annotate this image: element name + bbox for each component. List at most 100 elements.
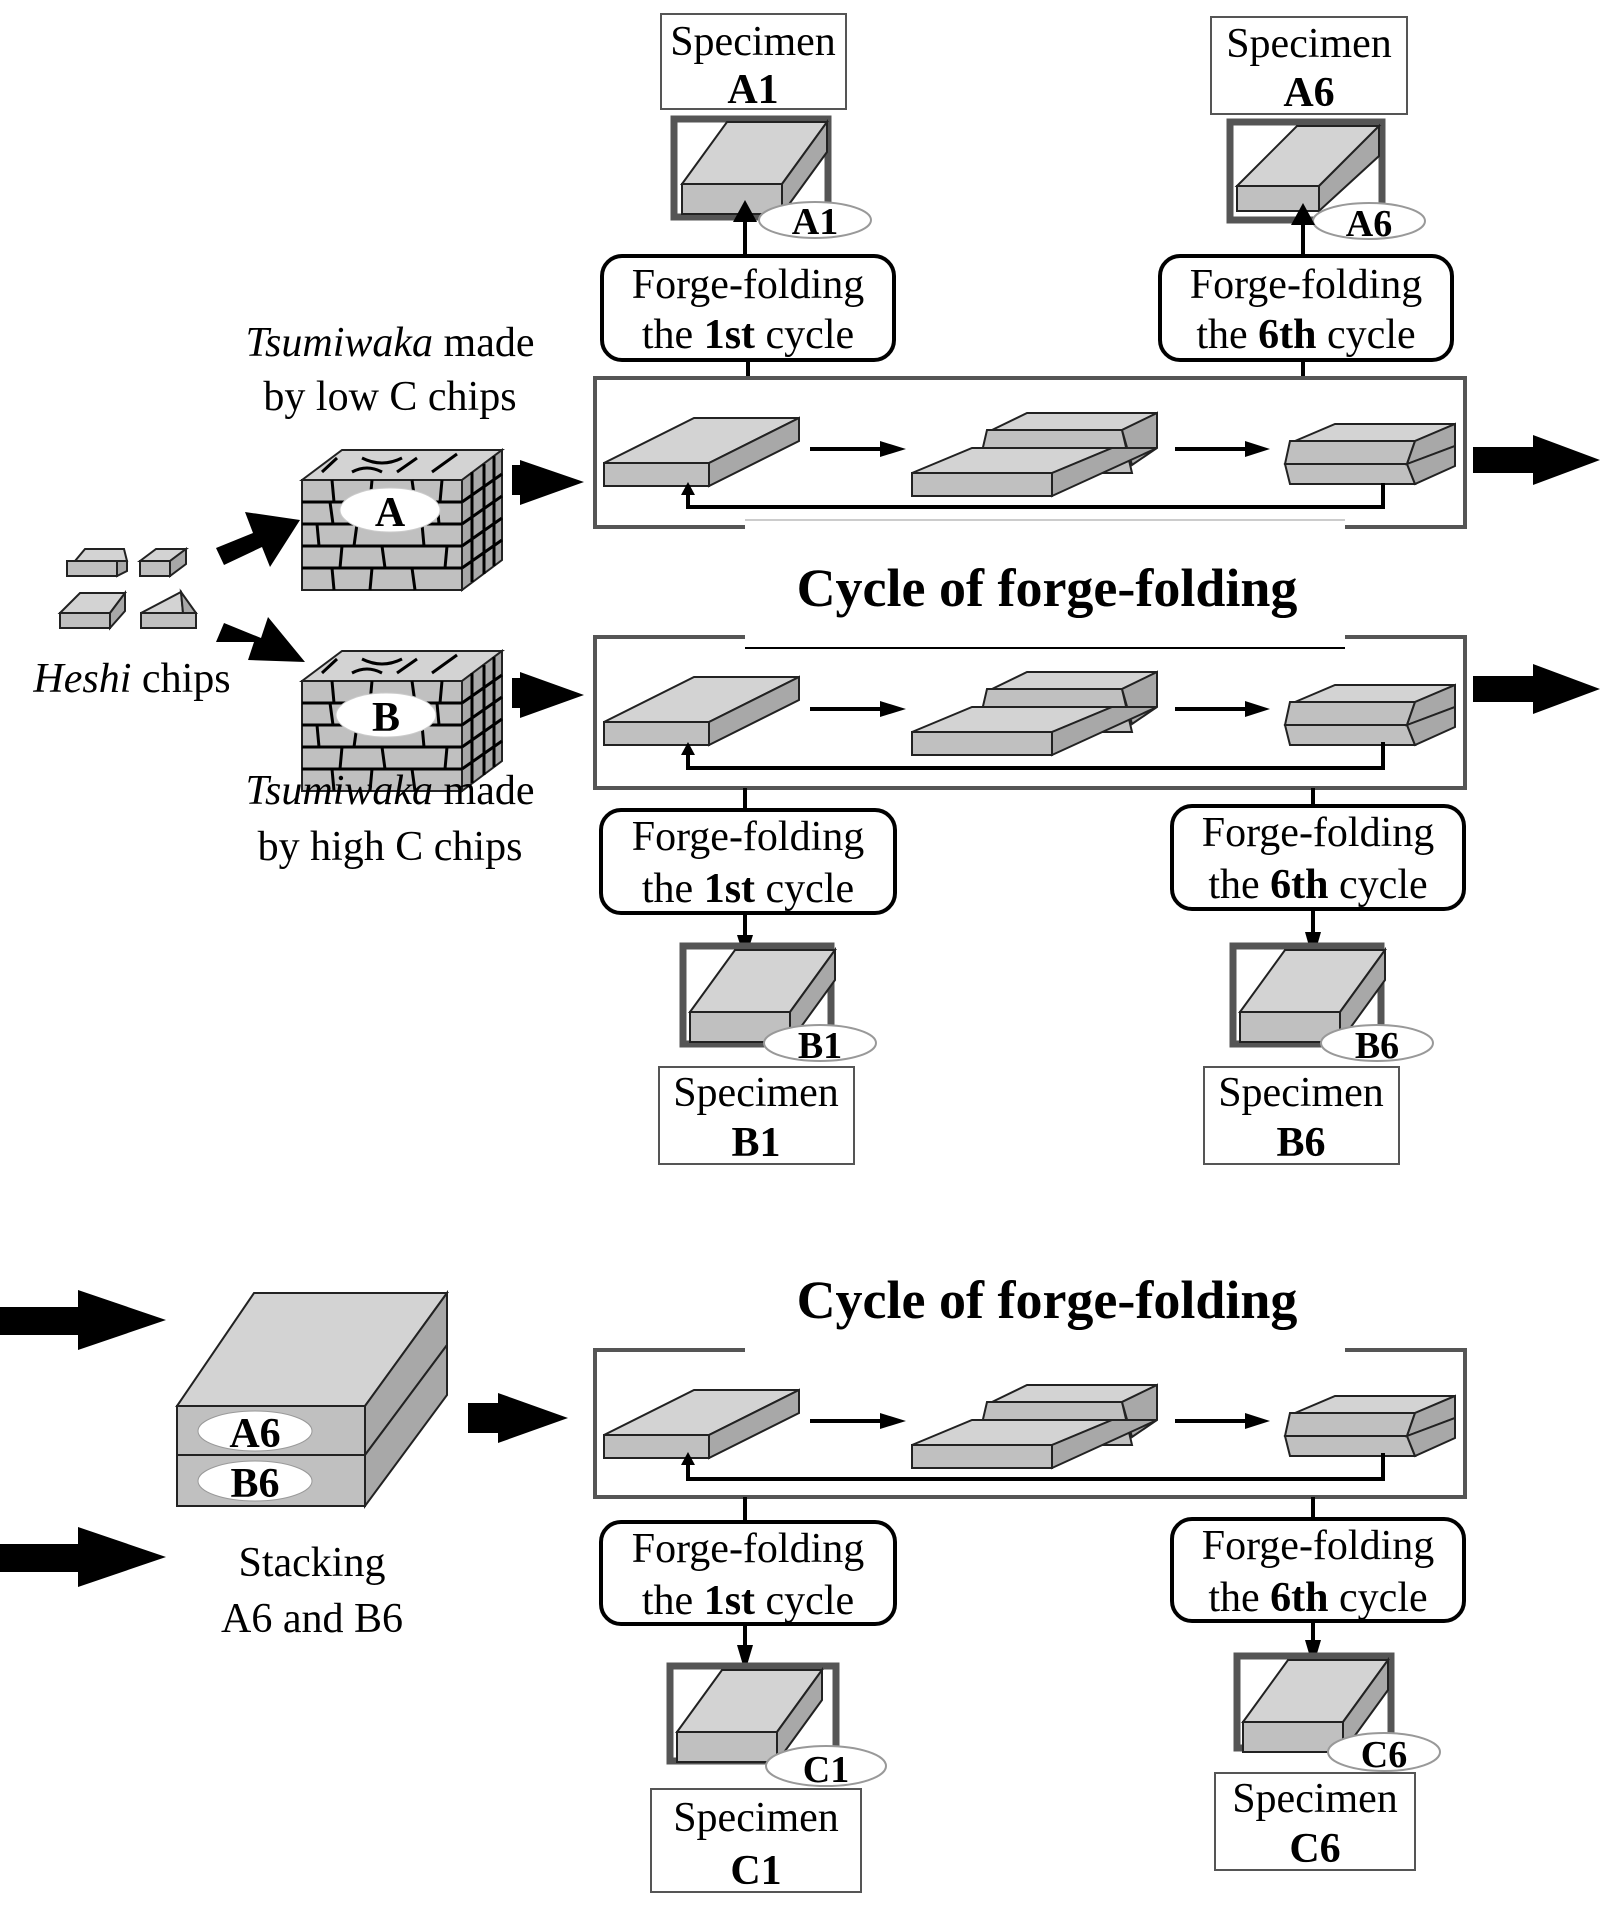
specimen-a1-oval [758,201,872,239]
svg-text:Specimen: Specimen [1218,1070,1384,1116]
cycle-a-step2-folded-icon [911,412,1158,497]
forge-6th-a-frame [1158,254,1454,362]
arrow-up-icon [733,200,757,222]
specimen-c6-oval-label: C6 [1361,1734,1407,1776]
svg-text:Forge-folding: Forge-folding [1202,810,1435,856]
forge-6th-c-frame [1170,1517,1466,1623]
forge-6th-a-box: Forge-folding the 6th cycle [1158,254,1454,378]
specimen-a6-word: Specimen [1226,21,1392,67]
big-arrow-right-icon [78,1527,166,1587]
cycle-frame-c [593,1348,1467,1499]
specimen-b6-oval-label: B6 [1355,1025,1399,1067]
cycle-frame-a [593,376,1467,529]
svg-text:Heshi chips: Heshi chips [32,656,230,702]
specimen-b6-group: B6 Specimen B6 [1203,942,1434,1166]
specimen-a6-group: Specimen A6 A6 [1210,16,1426,255]
svg-text:Specimen: Specimen [673,1795,839,1841]
specimen-b1-group: B1 Specimen B1 [658,942,877,1166]
arrow-right-icon [1245,441,1270,457]
stack-top-label: A6 [229,1411,280,1457]
arrow-right-icon [498,1393,568,1443]
svg-text:Forge-folding: Forge-folding [632,1526,865,1572]
specimen-a1-label-box [660,13,847,110]
big-arrow-right-icon [1533,664,1600,714]
stacking-label-line2: A6 and B6 [221,1596,403,1642]
specimen-c1-label-box [650,1788,862,1893]
chip-icon [140,588,198,629]
svg-text:by high C chips: by high C chips [258,824,523,870]
forge-1st-a-line1: Forge-folding [632,262,865,308]
forge-6th-c-box: Forge-folding the 6th cycle [1170,1497,1466,1667]
forge-1st-c-frame [599,1520,897,1626]
big-arrow-right-icon [1533,435,1600,485]
svg-text:the 6th cycle: the 6th cycle [1208,1575,1427,1621]
stacking-label-line1: Stacking [239,1540,386,1586]
tsumiwaka-a-label: Tsumiwaka made by low C chips [246,320,535,420]
forge-1st-a-box: Forge-folding the 1st cycle [600,254,896,378]
forge-1st-b-box: Forge-folding the 1st cycle [599,788,897,960]
forge-6th-b-frame [1170,804,1466,911]
svg-text:the 1st cycle: the 1st cycle [642,866,854,912]
specimen-b1-oval-label: B1 [798,1025,842,1067]
arrow-right-icon [1245,701,1270,717]
cycle-c-step2-folded-icon [911,1384,1158,1469]
arrow-up-icon [1291,203,1315,225]
specimen-c6-label-box [1214,1772,1416,1871]
arrow-stack-into-cycle [468,1393,568,1443]
cycle-b-step1-slab-icon [603,676,800,746]
cycle-c-step1-slab-icon [603,1389,800,1459]
specimen-b1-label-box [658,1066,855,1165]
svg-text:Tsumiwaka made: Tsumiwaka made [246,320,535,366]
arrow-b6-to-stack [0,1527,166,1587]
arrow-b-into-cycle [512,672,584,718]
arrow-b-out [1473,664,1600,714]
arrow-up-icon [681,1452,695,1465]
svg-text:C1: C1 [730,1848,781,1894]
stacked-a6-b6-block: A6 B6 [175,1289,449,1510]
arrow-up-icon [681,742,695,755]
cycle-frame-b [593,635,1467,790]
tsumiwaka-b-label: Tsumiwaka made by high C chips [246,768,535,870]
cycle-c-return-arrow [686,1453,1385,1481]
specimen-a6-oval [1312,202,1426,240]
svg-text:B1: B1 [731,1120,780,1166]
svg-text:Tsumiwaka made: Tsumiwaka made [246,768,535,814]
heshi-chips-group: Heshi chips [32,547,231,702]
specimen-a1-group: Specimen A1 A1 [660,13,872,255]
arrow-right-icon [520,672,584,718]
forge-6th-a-line1: Forge-folding [1190,262,1423,308]
cycle-c-step3-stacked-icon [1284,1395,1456,1457]
arrow-a6-to-stack [0,1290,166,1350]
forge-1st-a-line2: the 1st cycle [642,312,854,358]
arrow-chips-to-a-icon [216,512,300,567]
tsumiwaka-b-block-label: B [372,695,400,741]
forge-1st-c-box: Forge-folding the 1st cycle [599,1497,897,1672]
arrow-right-icon [520,460,584,505]
svg-text:B6: B6 [1276,1120,1325,1166]
cycle-b-step3-stacked-icon [1284,684,1456,746]
specimen-a6-id: A6 [1283,70,1334,116]
specimen-a6-oval-label: A6 [1346,203,1392,245]
chip-icon [66,548,129,578]
tsumiwaka-a-block: A [300,448,504,592]
tsumiwaka-a-block-label: A [375,490,406,536]
specimen-a1-id: A1 [727,67,778,113]
arrow-a-out [1473,435,1600,485]
specimen-a6-label-box [1210,16,1408,115]
specimen-c1-group: C1 Specimen C1 [650,1662,887,1894]
arrow-right-icon [880,701,906,717]
cycle-title-2: Cycle of forge-folding [797,1270,1298,1330]
forge-1st-b-frame [599,808,897,915]
svg-text:the 6th cycle: the 6th cycle [1208,862,1427,908]
specimen-a6-slab-icon [1234,123,1382,214]
specimen-a1-oval-label: A1 [792,201,838,243]
cycle-b-return-arrow [686,742,1385,770]
arrow-right-icon [880,441,906,457]
svg-text:the 1st cycle: the 1st cycle [642,1578,854,1624]
cycle-a-return-arrow [686,483,1385,509]
cycle-title-1: Cycle of forge-folding [797,558,1298,618]
arrow-chips-to-b-icon [216,617,305,662]
specimen-c1-oval-label: C1 [803,1749,849,1791]
arrow-a-into-cycle [512,460,584,505]
